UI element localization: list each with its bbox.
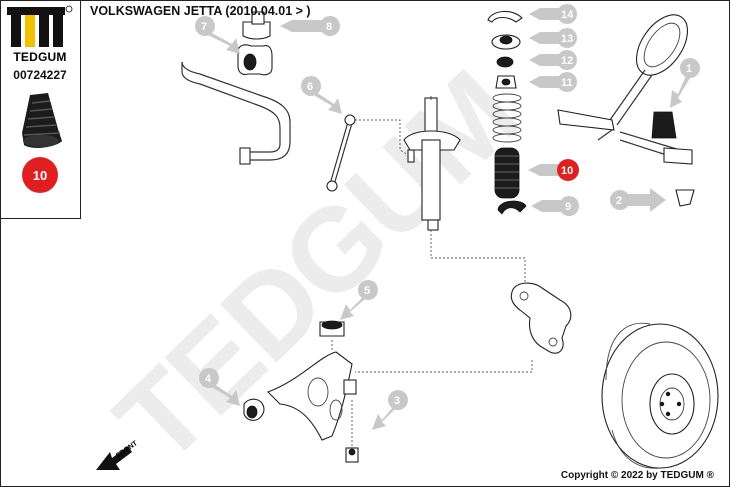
knuckle-leader-line xyxy=(355,360,533,373)
strut-leader-line xyxy=(430,230,526,282)
brand-name: TEDGUM xyxy=(13,50,67,64)
callout-3[interactable]: 3 xyxy=(372,390,408,430)
ball-joint-boot xyxy=(675,189,695,207)
callout-5[interactable]: 5 xyxy=(340,280,378,320)
stabilizer-link xyxy=(326,114,409,192)
svg-text:6: 6 xyxy=(307,81,313,93)
ball-joint xyxy=(345,447,359,463)
svg-text:12: 12 xyxy=(561,55,573,67)
front-arrow: FRONT xyxy=(96,440,139,470)
stabilizer-bushing xyxy=(237,11,273,76)
svg-text:8: 8 xyxy=(326,21,332,33)
copyright-text: Copyright © 2022 by TEDGUM ® xyxy=(560,470,714,481)
item-badge: 10 xyxy=(22,157,58,193)
steering-assembly xyxy=(557,14,693,165)
callout-6[interactable]: 6 xyxy=(301,76,342,114)
tedgum-logo xyxy=(7,5,73,47)
svg-text:2: 2 xyxy=(616,195,622,207)
callout-7[interactable]: 7 xyxy=(195,16,240,54)
svg-text:10: 10 xyxy=(561,165,573,177)
svg-text:1: 1 xyxy=(686,63,692,75)
callout-group: 14 13 12 11 10 9 8 xyxy=(195,4,700,430)
wheel-tire xyxy=(601,322,719,469)
spring-seat xyxy=(497,200,527,215)
page-title: VOLKSWAGEN JETTA (2010.04.01 > ) xyxy=(90,4,311,18)
svg-text:9: 9 xyxy=(565,201,571,213)
stabilizer-bar xyxy=(181,61,291,165)
svg-text:13: 13 xyxy=(561,33,573,45)
product-image-bump-stop xyxy=(22,93,62,148)
svg-text:7: 7 xyxy=(201,21,207,33)
part-number: 00724227 xyxy=(13,68,67,82)
svg-text:14: 14 xyxy=(561,9,574,21)
product-sidebar: TEDGUM 00724227 10 xyxy=(0,0,81,219)
callout-11[interactable]: 11 xyxy=(529,72,577,92)
svg-text:11: 11 xyxy=(561,77,573,89)
steering-knuckle xyxy=(510,282,572,354)
coil-spring xyxy=(492,93,522,143)
steering-boot xyxy=(651,111,677,139)
shock-absorber xyxy=(403,96,461,231)
callout-4[interactable]: 4 xyxy=(199,368,240,406)
svg-text:3: 3 xyxy=(394,395,400,407)
callout-13[interactable]: 13 xyxy=(529,28,577,48)
callout-12[interactable]: 12 xyxy=(529,50,577,70)
control-arm xyxy=(267,351,357,441)
callout-1[interactable]: 1 xyxy=(670,58,700,108)
callout-9[interactable]: 9 xyxy=(531,196,579,216)
top-mount-stack xyxy=(487,10,523,89)
svg-text:4: 4 xyxy=(205,373,212,385)
callout-2[interactable]: 2 xyxy=(610,188,666,212)
callout-14[interactable]: 14 xyxy=(529,4,577,24)
front-label: FRONT xyxy=(115,440,139,460)
callout-10-highlight[interactable]: 10 xyxy=(528,159,579,181)
bump-stop-dust-boot xyxy=(494,147,520,199)
callout-8[interactable]: 8 xyxy=(280,16,340,36)
svg-text:5: 5 xyxy=(364,285,370,297)
rear-bushing xyxy=(319,320,345,337)
